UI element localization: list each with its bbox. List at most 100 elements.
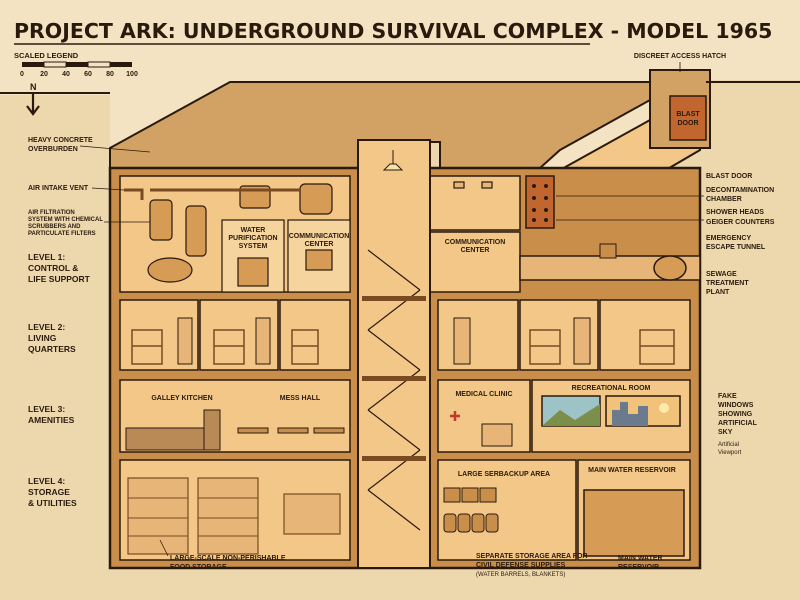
air-duct <box>124 188 300 200</box>
escape-label-1: EMERGENCY <box>706 235 751 242</box>
level-3-label: LEVEL 3: AMENITIES <box>28 404 75 425</box>
scale-tick: 0 <box>20 71 24 78</box>
fake-windows-label-2: WINDOWS <box>718 402 754 409</box>
ceiling-lamp <box>382 150 404 171</box>
ground-line <box>0 81 800 94</box>
food-shelves <box>127 477 341 555</box>
level-label-line: LEVEL 1: <box>28 252 65 262</box>
overburden-label-2: OVERBURDEN <box>28 146 78 153</box>
blast-door-top-label-2: DOOR <box>678 120 699 127</box>
scale-tick: 100 <box>126 71 138 78</box>
leader-line <box>159 539 169 557</box>
civil-label-1: SEPARATE STORAGE AREA FOR <box>476 553 588 560</box>
diagram-title: PROJECT ARK: UNDERGROUND SURVIVAL COMPLE… <box>14 19 772 43</box>
tunnel-vent <box>599 243 617 259</box>
reservoir-room-label: MAIN WATER RESERVOIR <box>588 467 676 474</box>
filtration-label-2: SYSTEM WITH CHEMICAL <box>28 217 103 223</box>
blast-door-top-label-1: BLAST <box>676 111 700 118</box>
civil-label-2: CIVIL DEFENSE SUPPLIES <box>476 562 566 569</box>
bunk-beds <box>131 329 675 365</box>
level-label-line: STORAGE <box>28 487 70 497</box>
shaft-landing-1 <box>362 296 426 301</box>
sewage-tank <box>653 255 687 281</box>
level-label-line: AMENITIES <box>28 415 75 425</box>
medical-desk <box>481 423 513 447</box>
water-purification-label-3: SYSTEM <box>239 243 268 250</box>
scale-tick: 60 <box>84 71 92 78</box>
sewage-label-3: PLANT <box>706 289 730 296</box>
fake-windows-label-4: ARTIFICIAL <box>718 420 758 427</box>
level-label-line: LEVEL 3: <box>28 404 65 414</box>
medical-cross-icon <box>450 411 460 421</box>
level-label-line: LIFE SUPPORT <box>28 274 91 284</box>
filtration-label-1: AIR FILTRATION <box>28 210 75 216</box>
blast-door-top <box>669 95 707 141</box>
central-stair-shaft <box>357 139 431 569</box>
shaft-landing-3 <box>362 456 426 461</box>
north-arrow-icon <box>26 94 40 116</box>
shelf-lines <box>128 497 258 537</box>
legend-heading: SCALED LEGEND <box>14 51 79 60</box>
shaft-landing-2 <box>362 376 426 381</box>
filtration-label-3: SCRUBBERS AND <box>28 224 81 230</box>
fake-windows-label-1: FAKE <box>718 393 737 400</box>
scale-ticks: 0 20 40 60 80 100 <box>20 71 138 78</box>
comm-center-left-label-2: CENTER <box>305 241 334 248</box>
window-right-city <box>612 402 648 426</box>
scale-bar <box>22 61 132 68</box>
water-purification-label-1: WATER <box>241 227 266 234</box>
viewport-label-1: Artificial <box>718 442 739 448</box>
comm-center-right-label-2: CENTER <box>461 247 490 254</box>
sewage-label-1: SEWAGE <box>706 271 737 278</box>
filtration-label-4: PARTICULATE FILTERS <box>28 231 96 237</box>
north-label: N <box>30 82 37 92</box>
level-label-line: & UTILITIES <box>28 498 77 508</box>
window-left-hills <box>542 404 600 426</box>
fake-windows-label-5: SKY <box>718 429 733 436</box>
kitchen-counter <box>125 409 221 451</box>
decon-room <box>429 175 521 231</box>
level-4-label: LEVEL 4: STORAGE & UTILITIES <box>28 476 77 508</box>
decon-label-1: DECONTAMINATION <box>706 187 774 194</box>
viewport-label-2: Viewport <box>718 450 742 456</box>
blast-door-label: BLAST DOOR <box>706 173 752 180</box>
comm-center-right-label-1: COMMUNICATION <box>445 239 506 246</box>
reservoir-label-1: MAIN WATER <box>618 555 663 562</box>
fake-windows-label-3: SHOWING <box>718 411 753 418</box>
leader-line <box>91 187 125 191</box>
life-support-machinery <box>147 183 333 287</box>
level-label-line: LIVING <box>28 333 57 343</box>
geiger-dots <box>532 184 548 222</box>
escape-label-2: ESCAPE TUNNEL <box>706 244 766 251</box>
scale-tick: 40 <box>62 71 70 78</box>
level-label-line: QUARTERS <box>28 344 76 354</box>
mess-tables <box>237 427 345 434</box>
shower-heads <box>453 181 493 189</box>
scale-tick: 80 <box>106 71 114 78</box>
decon-panel <box>525 175 555 229</box>
sewage-label-2: TREATMENT <box>706 280 749 287</box>
level-label-line: LEVEL 4: <box>28 476 65 486</box>
leader-line <box>79 145 151 153</box>
level-2-label: LEVEL 2: LIVING QUARTERS <box>28 322 76 354</box>
overburden-label-1: HEAVY CONCRETE <box>28 137 93 144</box>
water-reservoir-tank <box>583 489 685 557</box>
recreation-label: RECREATIONAL ROOM <box>572 385 651 392</box>
stair-zigzag <box>367 249 421 531</box>
water-barrels <box>443 487 499 533</box>
food-label-1: LARGE-SCALE NON-PERISHABLE <box>170 555 286 562</box>
level-label-line: LEVEL 2: <box>28 322 65 332</box>
medical-label: MEDICAL CLINIC <box>455 391 512 398</box>
water-purification-label-2: PURIFICATION <box>228 235 277 242</box>
reservoir-label-2: RESERVOIR <box>618 564 659 571</box>
comm-center-right-room <box>429 231 521 293</box>
hatch-label: DISCREET ACCESS HATCH <box>634 53 726 60</box>
backup-storage-room <box>437 459 577 561</box>
scale-tick: 20 <box>40 71 48 78</box>
level-1-label: LEVEL 1: CONTROL & LIFE SUPPORT <box>28 252 91 284</box>
geiger-label: GEIGER COUNTERS <box>706 219 775 226</box>
level-label-line: CONTROL & <box>28 263 78 273</box>
galley-label: GALLEY KITCHEN <box>151 395 212 402</box>
mess-label: MESS HALL <box>280 395 321 402</box>
